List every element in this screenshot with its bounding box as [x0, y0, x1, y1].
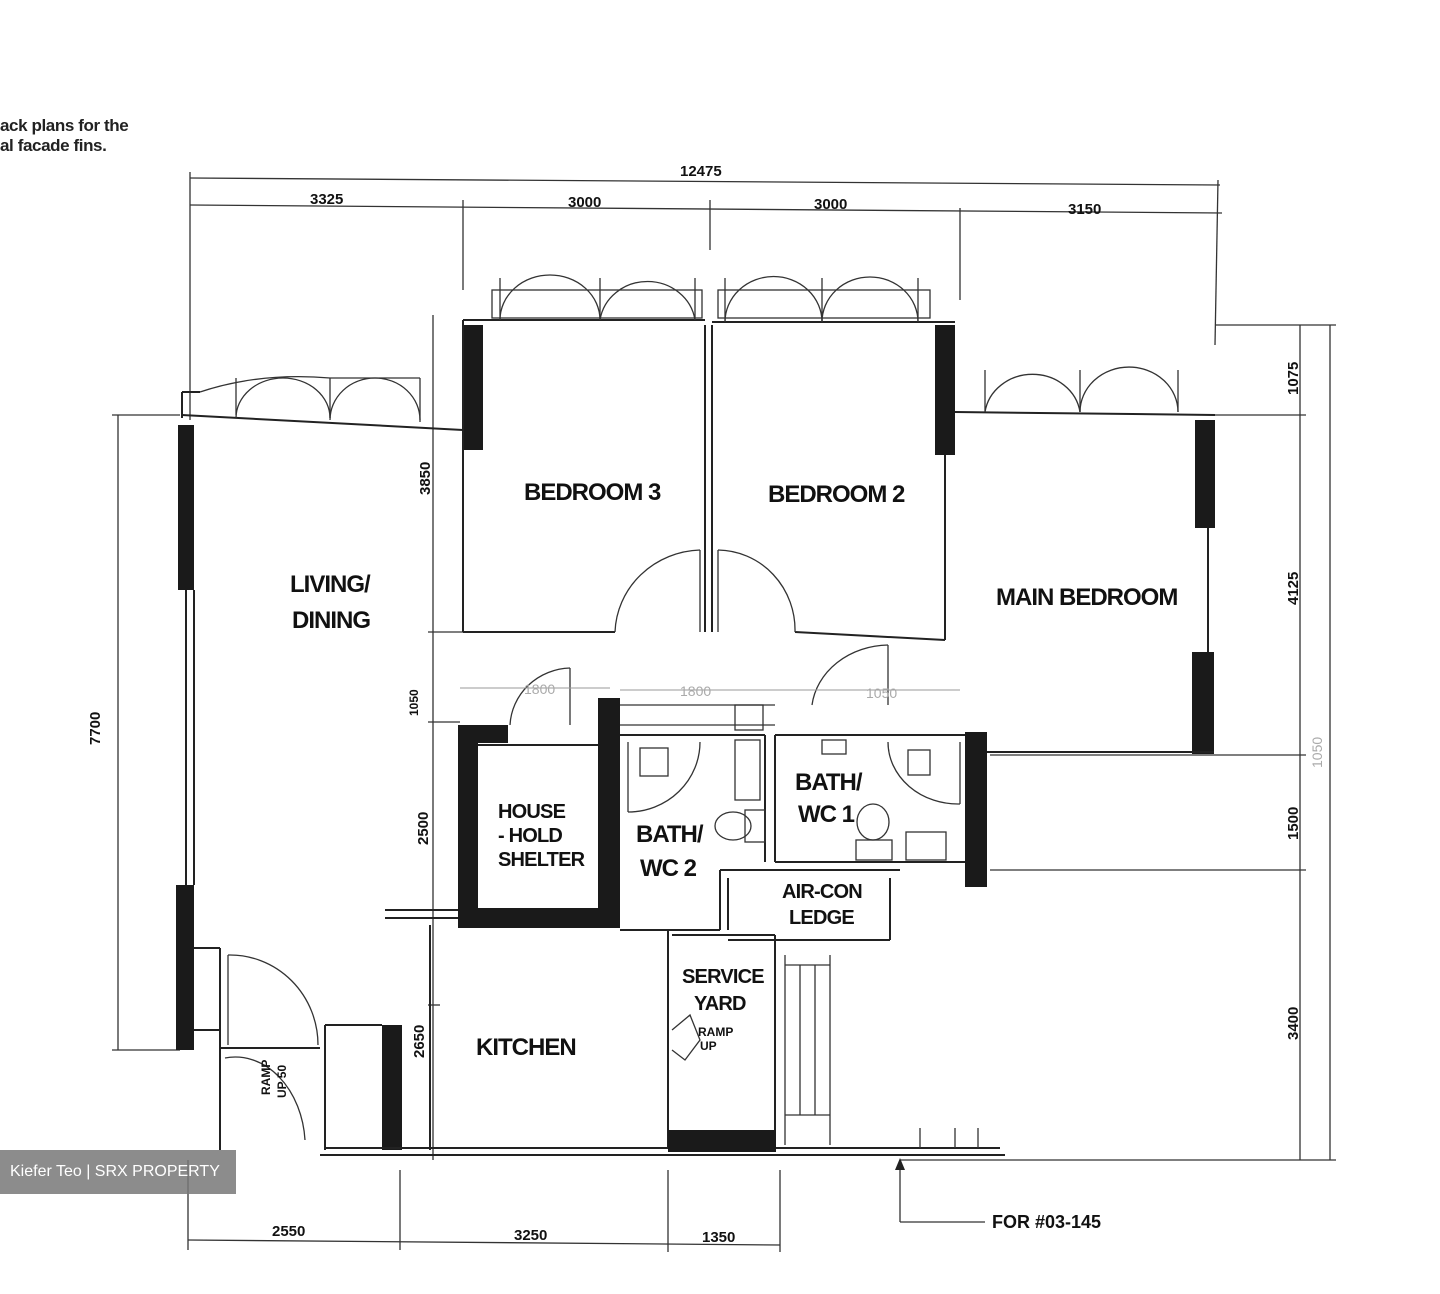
label-for-unit: FOR #03-145 — [992, 1212, 1101, 1232]
left-dimensions: 7700 3850 2500 2650 1050 — [87, 315, 600, 1160]
label-shelter-3: SHELTER — [498, 849, 586, 871]
note-line-2: al facade fins. — [0, 136, 107, 155]
label-bath-1-a: BATH/ — [795, 769, 863, 796]
dim-bottom-1: 2550 — [272, 1223, 305, 1240]
label-ramp-service-2: UP — [700, 1039, 717, 1053]
toilet-wc1 — [856, 803, 890, 841]
label-service-2: YARD — [694, 993, 746, 1015]
label-ramp-service-1: RAMP — [698, 1025, 733, 1039]
faint-dim-3: 1050 — [866, 685, 897, 701]
watermark: Kiefer Teo | SRX PROPERTY — [0, 1150, 236, 1194]
dim-top-4: 3150 — [1068, 201, 1101, 218]
toilet-wc2 — [714, 811, 752, 841]
dim-top-total: 12475 — [680, 163, 722, 180]
label-main-bedroom: MAIN BEDROOM — [996, 584, 1177, 611]
label-living-2: DINING — [292, 607, 370, 634]
label-ramp-left-1: RAMP — [259, 1060, 273, 1095]
dim-top-3: 3000 — [814, 196, 847, 213]
outer-walls — [176, 319, 1216, 1156]
label-bedroom-2: BEDROOM 2 — [768, 481, 905, 508]
room-labels: LIVING/ DINING BEDROOM 3 BEDROOM 2 MAIN … — [259, 479, 1178, 1098]
dim-left-3: 2650 — [411, 1025, 428, 1058]
faint-dim-4: 1050 — [1309, 737, 1325, 768]
dim-left-1: 3850 — [417, 462, 434, 495]
windows — [199, 274, 1179, 422]
label-ramp-left-2: UP 50 — [275, 1065, 289, 1098]
label-aircon-2: LEDGE — [789, 907, 854, 929]
label-kitchen: KITCHEN — [476, 1034, 576, 1061]
dim-top-1: 3325 — [310, 191, 343, 208]
bottom-dimensions: 2550 3250 1350 — [187, 1160, 781, 1252]
faint-dim-2: 1800 — [680, 683, 711, 699]
label-bedroom-3: BEDROOM 3 — [524, 479, 661, 506]
top-dimensions: 12475 3325 3000 3000 3150 — [189, 163, 1223, 420]
label-bath-2-a: BATH/ — [636, 821, 704, 848]
dim-right-2: 4125 — [1285, 572, 1302, 605]
dim-top-2: 3000 — [568, 194, 601, 211]
dim-left-small: 1050 — [407, 689, 421, 716]
dim-right-1: 1075 — [1285, 362, 1302, 395]
dim-right-3: 1500 — [1285, 807, 1302, 840]
dim-bottom-3: 1350 — [702, 1229, 735, 1246]
unit-annotation: FOR #03-145 — [895, 1158, 1101, 1232]
facade-note: ack plans for the al facade fins. — [0, 116, 129, 156]
dim-bottom-2: 3250 — [514, 1227, 547, 1244]
label-living-1: LIVING/ — [290, 571, 371, 598]
label-bath-1-b: WC 1 — [798, 801, 855, 828]
label-aircon-1: AIR-CON — [782, 881, 862, 903]
label-service-1: SERVICE — [682, 966, 764, 988]
dim-right-4: 3400 — [1285, 1007, 1302, 1040]
fixtures: 1800 1800 1050 1050 — [460, 681, 1325, 861]
label-shelter-2: - HOLD — [498, 825, 562, 847]
doors — [224, 549, 961, 1141]
dim-left-total: 7700 — [87, 712, 104, 745]
label-shelter-1: HOUSE — [498, 801, 566, 823]
label-bath-2-b: WC 2 — [640, 855, 697, 882]
faint-dim-1: 1800 — [524, 681, 555, 697]
right-dimensions: 1075 4125 1500 3400 — [900, 324, 1336, 1161]
dim-left-2: 2500 — [415, 812, 432, 845]
note-line-1: ack plans for the — [0, 116, 129, 135]
